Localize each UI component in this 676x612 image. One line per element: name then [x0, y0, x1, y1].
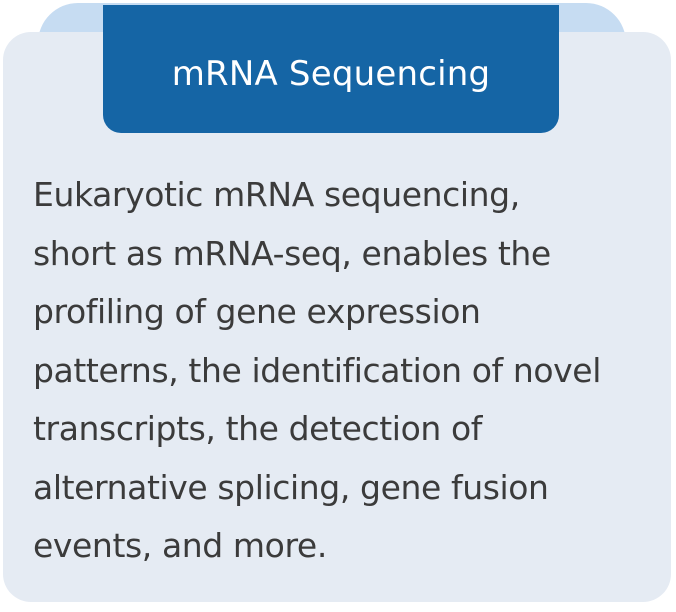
description-line: events, and more.	[33, 526, 327, 565]
description-line: profiling of gene expression	[33, 292, 481, 331]
card-description: Eukaryotic mRNA sequencing, short as mRN…	[33, 166, 663, 576]
header-tab: mRNA Sequencing	[103, 5, 559, 133]
description-line: Eukaryotic mRNA sequencing,	[33, 175, 520, 214]
description-line: patterns, the identification of novel	[33, 350, 601, 390]
description-line: alternative splicing, gene fusion	[33, 467, 549, 507]
description-line: transcripts, the detection of	[33, 409, 482, 448]
description-line: short as mRNA-seq, enables the	[33, 233, 551, 273]
card-title: mRNA Sequencing	[171, 54, 491, 94]
